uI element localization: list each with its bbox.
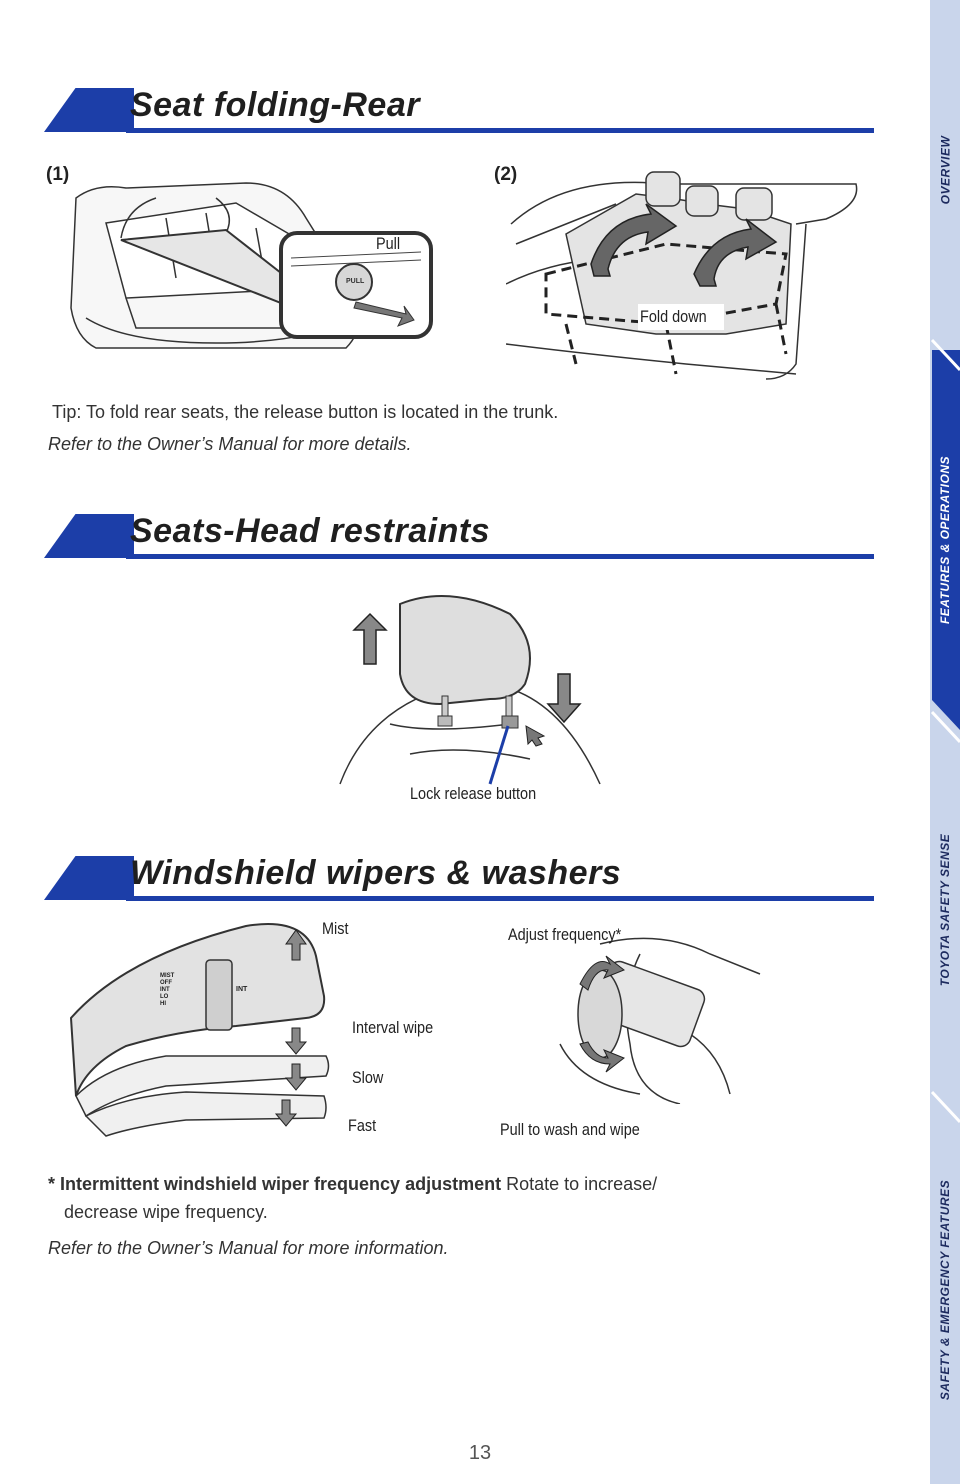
stalk-int-text: INT (236, 986, 248, 993)
mist-label: Mist (322, 919, 349, 938)
adjust-frequency-label: Adjust frequency* (508, 925, 622, 944)
tab-label: OVERVIEW (938, 135, 952, 205)
release-button-text: PULL (346, 278, 365, 285)
pull-wash-label: Pull to wash and wipe (500, 1120, 640, 1139)
section-title: Windshield wipers & washers (130, 854, 622, 892)
tab-label: SAFETY & EMERGENCY FEATURES (938, 1179, 953, 1401)
stalk-pos-int: INT (160, 987, 170, 993)
stalk-pos-hi: HI (160, 1001, 166, 1007)
section-header-wipers: Windshield wipers & washers (44, 842, 874, 902)
step-1-label: (1) (46, 164, 70, 185)
section-header-head-restraints: Seats-Head restraints (44, 500, 874, 560)
section-header-seat-folding: Seat folding-Rear (44, 74, 874, 134)
section-title: Seats-Head restraints (130, 512, 491, 550)
header-accent (44, 514, 134, 558)
header-rule (126, 554, 874, 559)
footnote-line-1: * Intermittent windshield wiper frequenc… (48, 1174, 657, 1195)
tip-text: Tip: To fold rear seats, the release but… (52, 402, 559, 422)
footnote-bold: Intermittent windshield wiper frequency … (60, 1174, 502, 1194)
slow-label: Slow (352, 1068, 384, 1087)
wiper-adjust-illustration (559, 937, 761, 1104)
lock-release-label: Lock release button (410, 784, 537, 803)
refer-text-1: Refer to the Owner’s Manual for more det… (48, 434, 412, 454)
tab-label: FEATURES & OPERATIONS (938, 455, 953, 625)
header-accent (44, 88, 134, 132)
header-accent (44, 856, 134, 900)
head-restraint-illustration (339, 595, 601, 785)
stalk-pos-mist: MIST (160, 973, 175, 979)
header-rule (126, 128, 874, 133)
section-title: Seat folding-Rear (130, 86, 420, 124)
wiper-stalk-illustration (69, 923, 330, 1137)
fold-down-label: Fold down (640, 307, 707, 326)
stalk-pos-off: OFF (160, 980, 172, 986)
footnote-rest: Rotate to increase/ (501, 1174, 658, 1194)
tab-toyota-safety-sense[interactable]: TOYOTA SAFETY SENSE (930, 780, 960, 1040)
fast-label: Fast (348, 1116, 377, 1135)
refer-text-2: Refer to the Owner’s Manual for more inf… (48, 1238, 449, 1258)
page-number: 13 (468, 1442, 492, 1464)
stalk-pos-lo: LO (160, 994, 169, 1000)
footnote-line-2: decrease wipe frequency. (64, 1202, 268, 1222)
tab-safety-emergency[interactable]: SAFETY & EMERGENCY FEATURES (930, 1130, 960, 1450)
interval-wipe-label: Interval wipe (352, 1018, 434, 1037)
footnote-mark: * (48, 1174, 61, 1194)
tab-label: TOYOTA SAFETY SENSE (938, 833, 953, 987)
header-rule (126, 896, 874, 901)
sidebar-shapes (930, 0, 960, 1124)
step-2-label: (2) (494, 164, 518, 185)
tab-features-operations[interactable]: FEATURES & OPERATIONS (930, 380, 960, 700)
trunk-illustration (70, 182, 433, 349)
tab-overview[interactable]: OVERVIEW (930, 70, 960, 270)
rear-seat-illustration (506, 171, 858, 380)
stalk-positions: MIST OFF INT LO HI (160, 973, 174, 1008)
pull-label: Pull (376, 234, 401, 253)
